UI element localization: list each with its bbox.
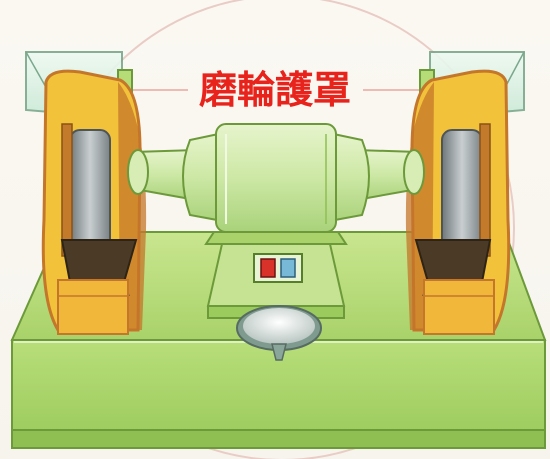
left-tool-rest <box>62 240 136 282</box>
right-grinding-wheel <box>442 130 482 250</box>
wheel-guard-label: 磨輪護罩 <box>199 68 351 112</box>
left-grinding-wheel <box>70 130 110 250</box>
right-tool-rest <box>416 240 490 282</box>
stop-button <box>261 259 275 277</box>
right-wheel-assembly <box>406 52 524 334</box>
start-button <box>281 259 295 277</box>
grinder-motor <box>128 124 424 244</box>
